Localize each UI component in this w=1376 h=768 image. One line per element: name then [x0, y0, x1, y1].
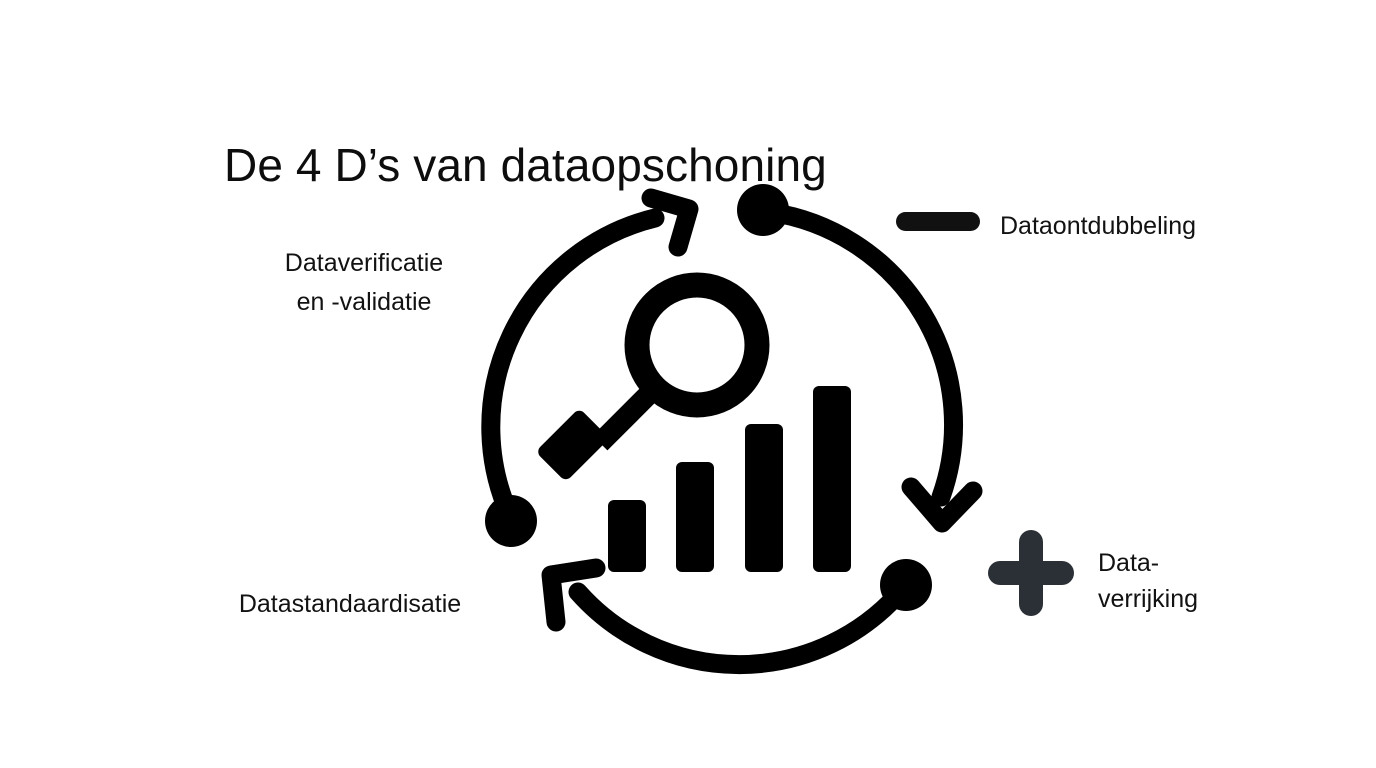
- page-title: De 4 D’s van dataopschoning: [224, 138, 827, 191]
- label-line-1: Dataontdubbeling: [1000, 212, 1196, 240]
- plus-icon: [988, 530, 1074, 616]
- magnifier-bar-chart-icon: [538, 272, 851, 572]
- label-datastandaardisatie: Datastandaardisatie: [180, 585, 520, 624]
- node-dot-top-right: [737, 184, 789, 236]
- bar-2: [676, 462, 714, 572]
- node-dot-bottom-right: [880, 559, 932, 611]
- label-line-1: Datastandaardisatie: [238, 590, 462, 618]
- bar-3: [745, 424, 783, 572]
- bar-4: [813, 386, 851, 572]
- arc-to-standaardisatie: [541, 558, 911, 675]
- node-dot-left: [485, 495, 537, 547]
- label-dataontdubbeling: Dataontdubbeling: [1000, 207, 1300, 246]
- bar-1: [608, 500, 646, 572]
- arc-to-ontdubbeling: [760, 202, 983, 533]
- bar-chart-icon: [608, 386, 851, 572]
- label-line-1: Data-: [1098, 549, 1160, 577]
- arc-to-verificatie: [481, 188, 699, 530]
- minus-icon: [896, 212, 980, 231]
- label-line-1: Dataverificatie: [284, 249, 444, 277]
- label-line-2: verrijking: [1098, 585, 1199, 614]
- label-dataverificatie-validatie: Dataverificatie en -validatie: [218, 244, 510, 322]
- label-line-2: en -validatie: [296, 287, 432, 316]
- magnifier-icon: [538, 272, 770, 480]
- label-dataverrijking: Data- verrijking: [1098, 545, 1278, 618]
